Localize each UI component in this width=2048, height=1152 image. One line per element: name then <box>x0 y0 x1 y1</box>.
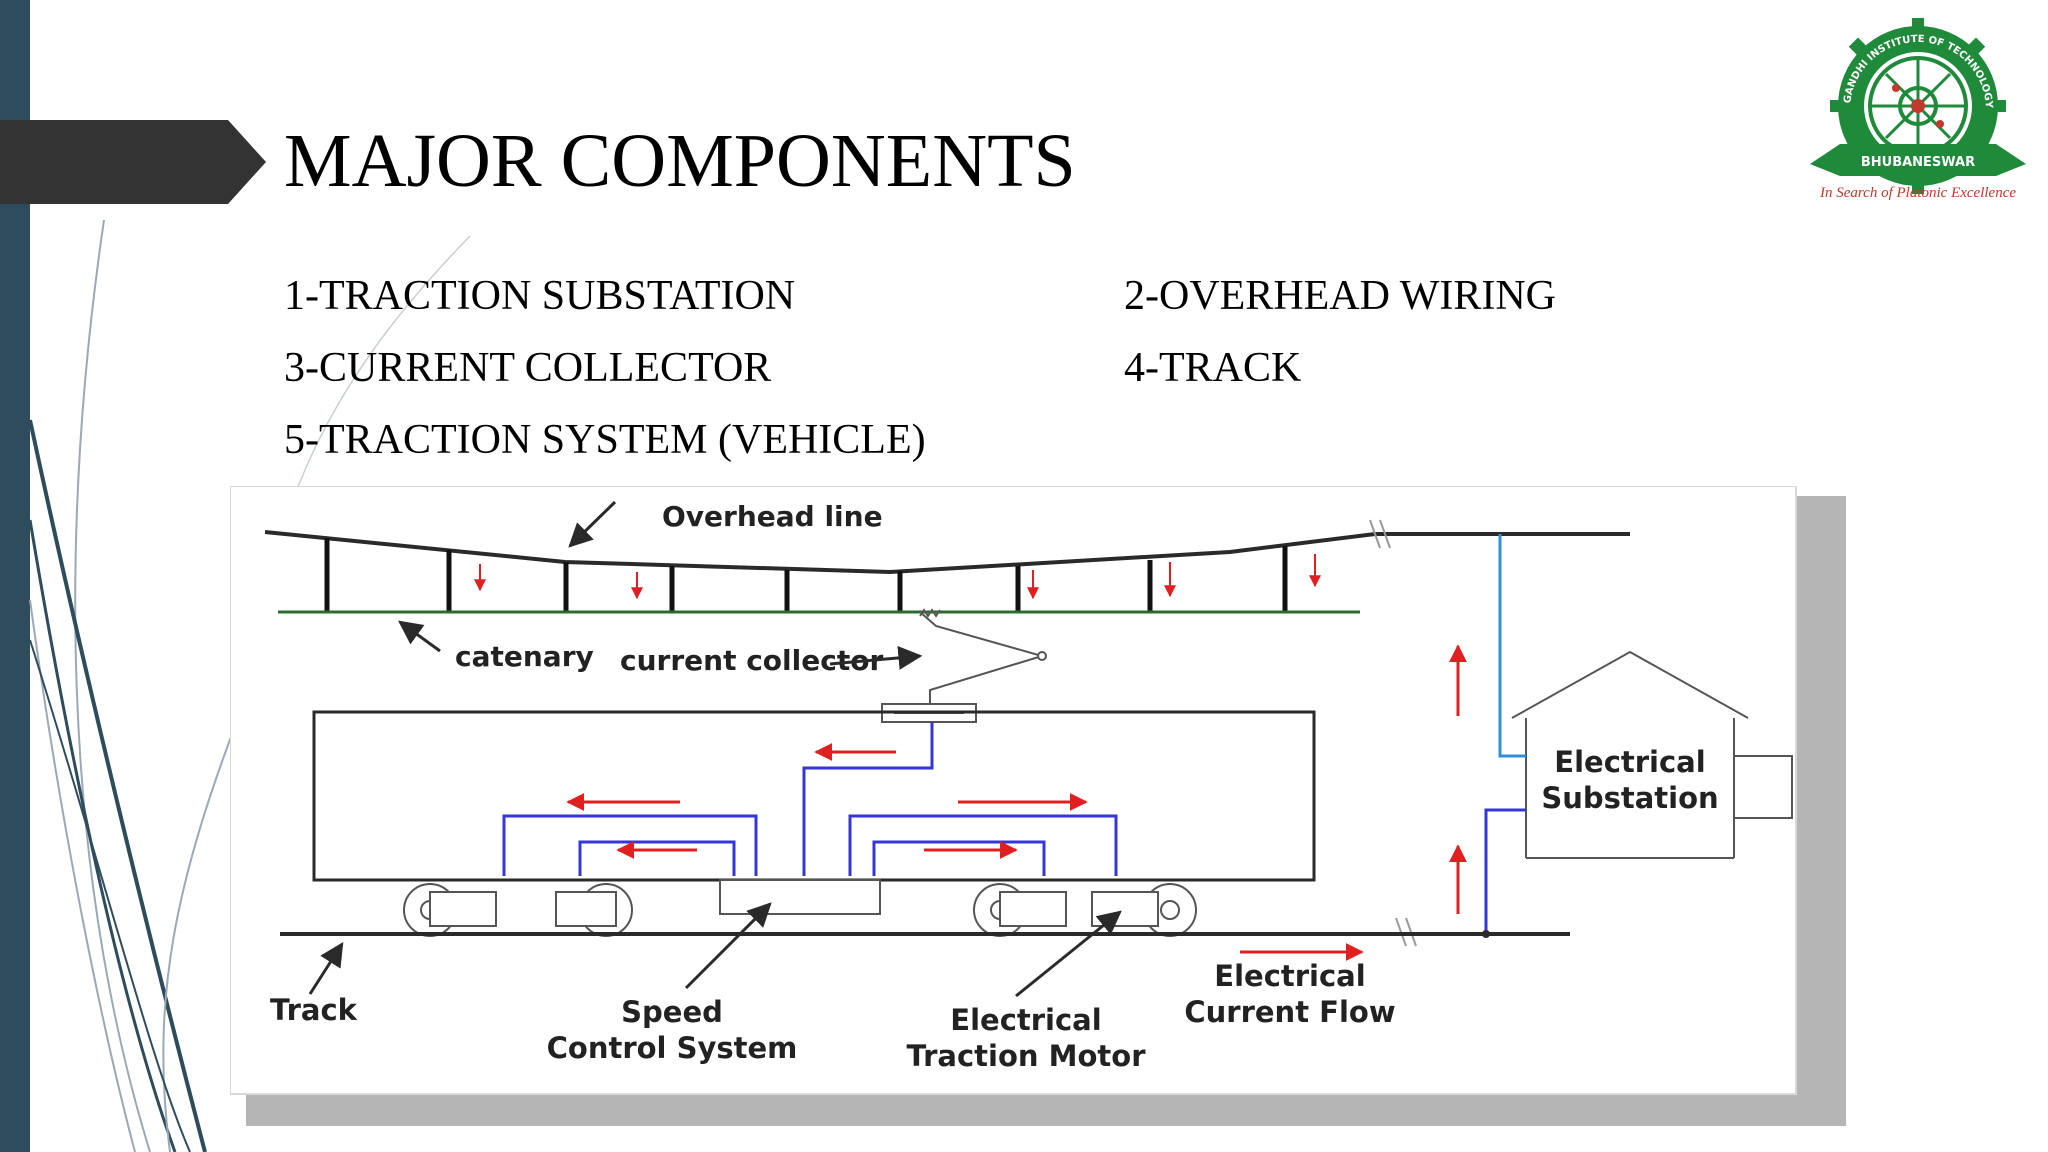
logo-tagline: In Search of Platonic Excellence <box>1819 185 2016 201</box>
catenary-pointer <box>398 620 441 653</box>
overhead-line <box>264 530 1630 575</box>
current-path-wiring <box>502 722 1118 876</box>
component-item-current-collector: 3-CURRENT COLLECTOR <box>284 345 772 391</box>
substation-building <box>1511 650 1793 859</box>
current-collector-pointer <box>829 645 923 670</box>
speed-control-label-line1: Speed <box>621 995 723 1029</box>
substation-label-line1: Electrical <box>1554 745 1705 779</box>
vehicle-current-arrows <box>566 743 1088 859</box>
overhead-line-label: Overhead line <box>662 500 883 533</box>
electric-traction-diagram: Overhead line catenary current collector <box>230 486 1860 1136</box>
component-item-overhead-wiring: 2-OVERHEAD WIRING <box>1124 273 1556 319</box>
speed-control-pointer <box>684 902 772 990</box>
logo-banner-text: BHUBANESWAR <box>1861 155 1975 170</box>
traction-motor-label-line2: Traction Motor <box>907 1039 1147 1073</box>
diagram-frame <box>230 486 1797 1095</box>
traction-motor-pointer <box>1015 910 1122 998</box>
catenary-label: catenary <box>455 640 594 673</box>
substation-return <box>1484 808 1526 934</box>
speed-control-box <box>719 879 881 915</box>
track-pointer <box>308 941 344 995</box>
return-junction <box>1482 930 1490 938</box>
institute-logo: GANDHI INSTITUTE OF TECHNOLOGY AND MANAG… <box>1800 14 2026 201</box>
component-item-traction-system: 5-TRACTION SYSTEM (VEHICLE) <box>284 417 926 463</box>
title-accent-arrow <box>0 120 266 204</box>
slide-title: MAJOR COMPONENTS <box>284 119 1076 203</box>
substation-current-arrows <box>1240 644 1467 961</box>
component-item-traction-substation: 1-TRACTION SUBSTATION <box>284 273 796 319</box>
overhead-current-arrows <box>474 554 1321 600</box>
current-collector-label: current collector <box>620 644 883 677</box>
traction-motor-label-line1: Electrical <box>950 1003 1101 1037</box>
bogies-and-wheels <box>403 883 1197 937</box>
speed-control-label-line2: Control System <box>547 1031 798 1065</box>
current-flow-label-line2: Current Flow <box>1184 995 1395 1029</box>
component-item-track: 4-TRACK <box>1124 345 1302 391</box>
catenary-droppers <box>324 538 1288 612</box>
substation-label-line2: Substation <box>1541 781 1718 815</box>
overhead-line-pointer <box>568 500 617 548</box>
track-label: Track <box>270 993 358 1027</box>
current-flow-label-line1: Electrical <box>1214 959 1365 993</box>
substation-feeder <box>1498 534 1526 758</box>
